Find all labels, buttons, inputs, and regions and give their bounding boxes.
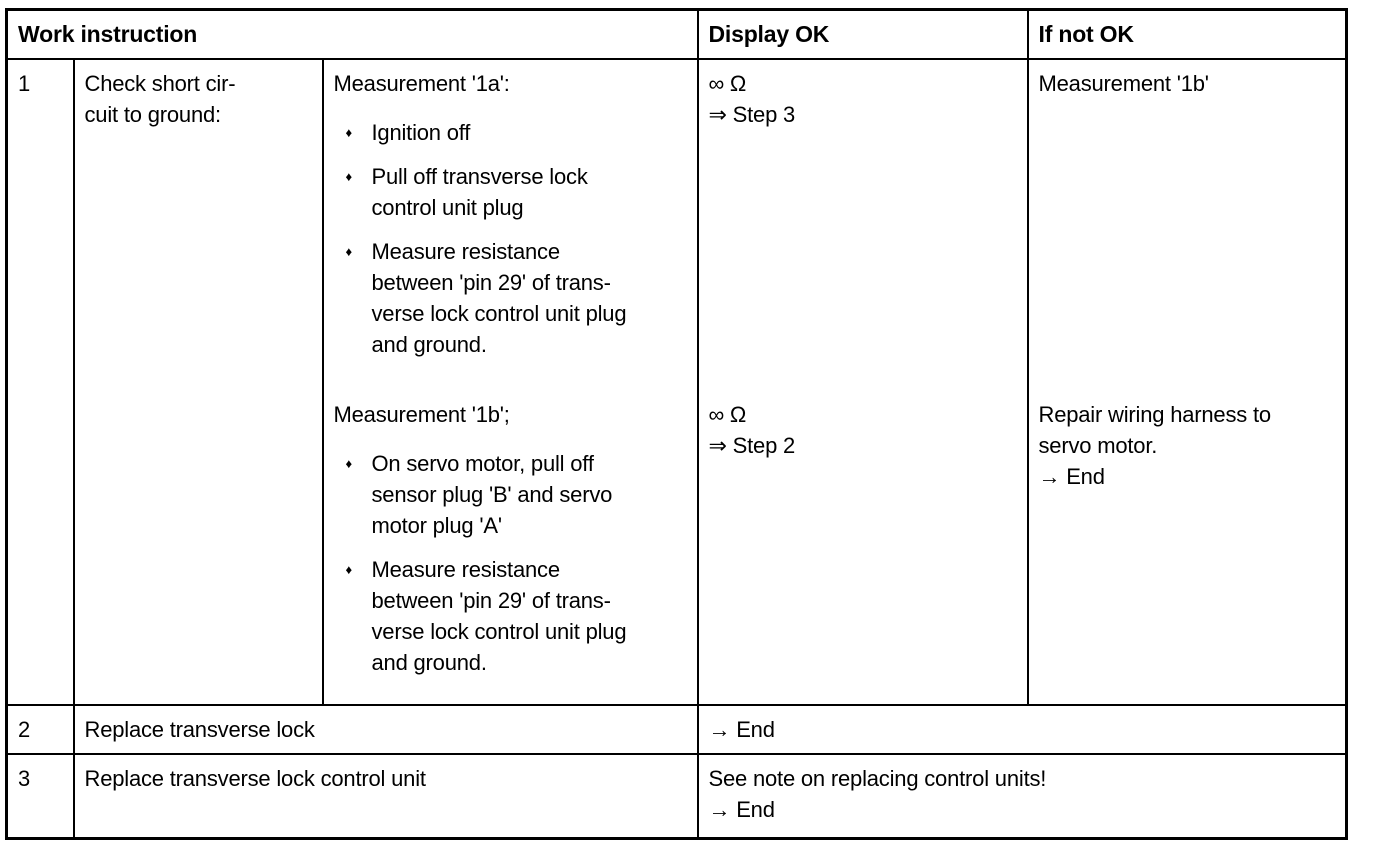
list-item: ♦ On servo motor, pull off sensor plug '… bbox=[334, 448, 687, 541]
bullet-text: Measure resistance between 'pin 29' of t… bbox=[371, 556, 627, 675]
step2-result-cell: → End bbox=[696, 703, 1348, 755]
bullet-diamond-icon: ♦ bbox=[345, 243, 353, 259]
step2-instruction-cell: Replace transverse lock bbox=[72, 703, 699, 755]
step1-title-cell: Check short cir- cuit to ground: bbox=[72, 57, 324, 706]
bullet-text: Pull off transverse lock control unit pl… bbox=[371, 163, 588, 220]
list-item: ♦ Pull off transverse lock control unit … bbox=[334, 161, 687, 223]
header-row: Work instruction Display OK If not OK bbox=[5, 8, 1348, 60]
step2-number-cell: 2 bbox=[5, 703, 75, 755]
measurement-1a-display-ok-cell: ∞ Ω ⇒ Step 3 bbox=[696, 57, 1029, 391]
bullet-diamond-icon: ♦ bbox=[345, 561, 353, 577]
list-item: ♦ Measure resistance between 'pin 29' of… bbox=[334, 554, 687, 678]
bullet-diamond-icon: ♦ bbox=[345, 124, 353, 140]
step3-result-cell: See note on replacing control units! → E… bbox=[696, 752, 1348, 840]
list-item: ♦ Measure resistance between 'pin 29' of… bbox=[334, 236, 687, 360]
measurement-1a-if-not-ok-cell: Measurement '1b' bbox=[1026, 57, 1348, 391]
bullet-text: On servo motor, pull off sensor plug 'B'… bbox=[371, 450, 613, 538]
measurement-1b-cell: Measurement '1b'; ♦ On servo motor, pull… bbox=[321, 390, 699, 706]
list-item: ♦ Ignition off bbox=[334, 117, 687, 148]
work-instruction-table: Work instruction Display OK If not OK 1 … bbox=[5, 8, 1348, 840]
header-work-instruction: Work instruction bbox=[5, 8, 699, 60]
measurement-1a-label: Measurement '1a': bbox=[333, 70, 510, 96]
header-if-not-ok: If not OK bbox=[1026, 8, 1348, 60]
measurement-1b-display-ok-cell: ∞ Ω ⇒ Step 2 bbox=[696, 390, 1029, 706]
step1-row-measurement-1a: 1 Check short cir- cuit to ground: Measu… bbox=[5, 57, 1348, 706]
bullet-text: Ignition off bbox=[371, 119, 471, 145]
step3-number-cell: 3 bbox=[5, 752, 75, 840]
bullet-diamond-icon: ♦ bbox=[345, 168, 353, 184]
step3-row: 3 Replace transverse lock control unit S… bbox=[5, 752, 1348, 840]
bullet-text: Measure resistance between 'pin 29' of t… bbox=[371, 238, 627, 357]
measurement-1b-label: Measurement '1b'; bbox=[333, 401, 510, 427]
measurement-1a-cell: Measurement '1a': ♦ Ignition off ♦ Pull … bbox=[321, 57, 699, 391]
step3-instruction-cell: Replace transverse lock control unit bbox=[72, 752, 699, 840]
step2-row: 2 Replace transverse lock → End bbox=[5, 703, 1348, 755]
measurement-1b-if-not-ok-cell: Repair wiring harness to servo motor. → … bbox=[1026, 390, 1348, 706]
step1-row-measurement-1b: Measurement '1b'; ♦ On servo motor, pull… bbox=[7, 390, 1348, 706]
header-display-ok: Display OK bbox=[696, 8, 1029, 60]
bullet-diamond-icon: ♦ bbox=[345, 455, 353, 471]
step1-number-cell: 1 bbox=[5, 57, 75, 706]
